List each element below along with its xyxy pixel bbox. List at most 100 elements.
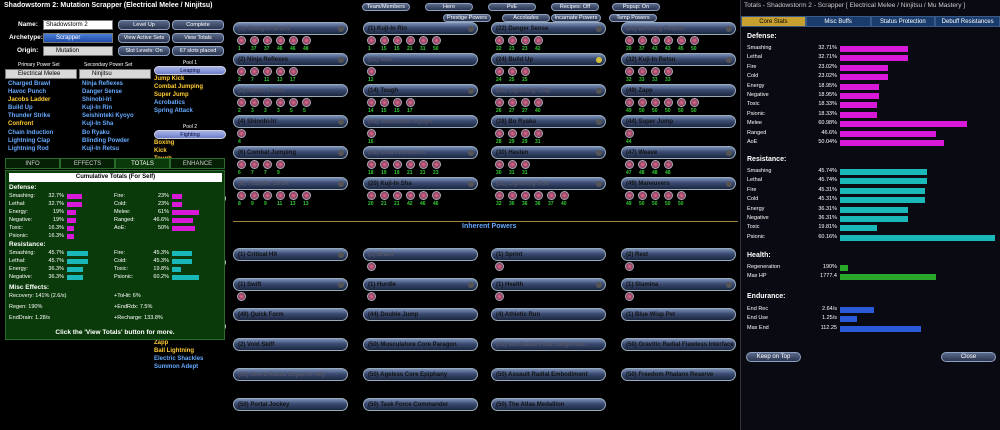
enhancement-icon[interactable] xyxy=(495,262,504,271)
power-slot[interactable]: (32) Kuji-In Retsu xyxy=(621,53,736,66)
pool-power-item[interactable]: Summon Adept xyxy=(154,364,199,370)
secondary-power-item[interactable]: Shinobi-Iri xyxy=(82,97,112,104)
power-slot[interactable]: (47) Weave xyxy=(621,146,736,159)
enhancement-icon[interactable] xyxy=(250,36,259,45)
enhancement-icon[interactable] xyxy=(495,292,504,301)
enhancement-icon[interactable] xyxy=(677,191,686,200)
enhancement-icon[interactable] xyxy=(521,36,530,45)
primary-power-item[interactable]: Lightning Rod xyxy=(8,145,49,152)
name-field[interactable]: Shadowstorm 2 xyxy=(43,20,113,30)
power-slot[interactable]: (18) Chain Induction xyxy=(363,146,478,159)
enhancement-icon[interactable] xyxy=(690,98,699,107)
enhancement-icon[interactable] xyxy=(276,160,285,169)
enhancement-icon[interactable] xyxy=(560,191,569,200)
enhancement-icon[interactable] xyxy=(534,129,543,138)
enhancement-icon[interactable] xyxy=(263,191,272,200)
left-button-0[interactable]: Level Up xyxy=(118,20,170,30)
enhancement-icon[interactable] xyxy=(625,36,634,45)
pool-power-item[interactable]: Boxing xyxy=(154,140,175,146)
enhancement-icon[interactable] xyxy=(289,98,298,107)
enhancement-icon[interactable] xyxy=(638,98,647,107)
enhancement-icon[interactable] xyxy=(302,36,311,45)
inherent-slot[interactable]: (1) Brawl xyxy=(363,248,478,261)
enhancement-icon[interactable] xyxy=(547,191,556,200)
enhancement-icon[interactable] xyxy=(664,160,673,169)
enhancement-icon[interactable] xyxy=(380,160,389,169)
enhancement-icon[interactable] xyxy=(508,36,517,45)
left-button-4[interactable]: Slot Levels: On xyxy=(118,46,170,56)
power-slot[interactable]: (14) Tough xyxy=(363,84,478,97)
inherent-slot[interactable]: (44) Double Jump xyxy=(363,308,478,321)
power-slot[interactable]: (24) Build Up xyxy=(491,53,606,66)
enhancement-icon[interactable] xyxy=(495,98,504,107)
totals-window-tab[interactable]: Status Protection xyxy=(870,16,936,27)
top-button-2[interactable]: PvE xyxy=(488,3,536,11)
primary-power-item[interactable]: Thunder Strike xyxy=(8,113,51,120)
enhancement-icon[interactable] xyxy=(367,262,376,271)
enhancement-icon[interactable] xyxy=(495,129,504,138)
inherent-slot[interactable]: (49) Quick Form xyxy=(233,308,348,321)
power-slot[interactable]: (32) Lightning Rod xyxy=(491,177,606,190)
enhancement-icon[interactable] xyxy=(393,98,402,107)
enhancement-icon[interactable] xyxy=(495,191,504,200)
power-slot[interactable]: (26) Lightning Clap xyxy=(491,84,606,97)
pool-select-0[interactable]: Leaping xyxy=(154,66,226,75)
inherent-slot[interactable]: (2) Rest xyxy=(621,248,736,261)
enhancement-icon[interactable] xyxy=(638,191,647,200)
power-slot[interactable]: (22) Danger Sense xyxy=(491,22,606,35)
info-tab-info[interactable]: INFO xyxy=(5,158,60,169)
enhancement-icon[interactable] xyxy=(380,191,389,200)
enhancement-icon[interactable] xyxy=(289,67,298,76)
enhancement-icon[interactable] xyxy=(367,67,376,76)
enhancement-icon[interactable] xyxy=(521,160,530,169)
enhancement-icon[interactable] xyxy=(250,98,259,107)
enhancement-icon[interactable] xyxy=(237,160,246,169)
primary-set-select[interactable]: Electrical Melee xyxy=(5,69,77,79)
inherent-slot[interactable]: (1) Swift xyxy=(233,278,348,291)
enhancement-icon[interactable] xyxy=(393,191,402,200)
enhancement-icon[interactable] xyxy=(664,67,673,76)
enhancement-icon[interactable] xyxy=(638,36,647,45)
power-slot[interactable]: (1) Kuji-In Rin xyxy=(363,22,478,35)
power-slot[interactable]: (2) Ninja Reflexes xyxy=(233,53,348,66)
enhancement-icon[interactable] xyxy=(521,67,530,76)
inherent-slot[interactable]: (50) Ageless Core Epiphany xyxy=(363,368,478,381)
power-slot[interactable]: (20) Kuji-In Sha xyxy=(363,177,478,190)
inherent-slot[interactable]: (1) Critical Hit xyxy=(233,248,348,261)
enhancement-icon[interactable] xyxy=(289,36,298,45)
enhancement-icon[interactable] xyxy=(638,67,647,76)
pool-power-item[interactable]: Jump Kick xyxy=(154,76,185,82)
inherent-slot[interactable]: (50) Ion Radial Final Judgement xyxy=(491,338,606,351)
pool-power-item[interactable]: Combat Jumping xyxy=(154,84,203,90)
enhancement-icon[interactable] xyxy=(625,98,634,107)
power-slot[interactable]: (8) Thunder Strike xyxy=(233,177,348,190)
enhancement-icon[interactable] xyxy=(690,36,699,45)
enhancement-icon[interactable] xyxy=(495,160,504,169)
inherent-slot[interactable]: (4) Athletic Run xyxy=(491,308,606,321)
top-button-8[interactable]: Temp Powers xyxy=(609,14,657,22)
top-button-1[interactable]: Hero xyxy=(425,3,473,11)
enhancement-icon[interactable] xyxy=(651,36,660,45)
enhancement-icon[interactable] xyxy=(367,98,376,107)
inherent-slot[interactable]: (50) Seers Radial Superior Ally xyxy=(233,368,348,381)
top-button-7[interactable]: Incarnate Powers xyxy=(551,14,601,22)
origin-select[interactable]: Mutation xyxy=(43,46,113,56)
pool-power-item[interactable]: Electric Shackles xyxy=(154,356,204,362)
enhancement-icon[interactable] xyxy=(625,191,634,200)
enhancement-icon[interactable] xyxy=(393,160,402,169)
top-button-4[interactable]: Popup: On xyxy=(612,3,660,11)
enhancement-icon[interactable] xyxy=(625,292,634,301)
enhancement-icon[interactable] xyxy=(508,160,517,169)
pool-select-1[interactable]: Fighting xyxy=(154,130,226,139)
secondary-power-item[interactable]: Blinding Powder xyxy=(82,137,130,144)
enhancement-icon[interactable] xyxy=(432,36,441,45)
enhancement-icon[interactable] xyxy=(263,36,272,45)
inherent-slot[interactable]: (50) Portal Jockey xyxy=(233,398,348,411)
primary-power-item[interactable]: Lightning Clap xyxy=(8,137,50,144)
enhancement-icon[interactable] xyxy=(508,98,517,107)
enhancement-icon[interactable] xyxy=(276,67,285,76)
enhancement-icon[interactable] xyxy=(651,67,660,76)
primary-power-item[interactable]: Build Up xyxy=(8,105,33,112)
power-slot[interactable]: (49) Zapp xyxy=(621,84,736,97)
enhancement-icon[interactable] xyxy=(367,129,376,138)
